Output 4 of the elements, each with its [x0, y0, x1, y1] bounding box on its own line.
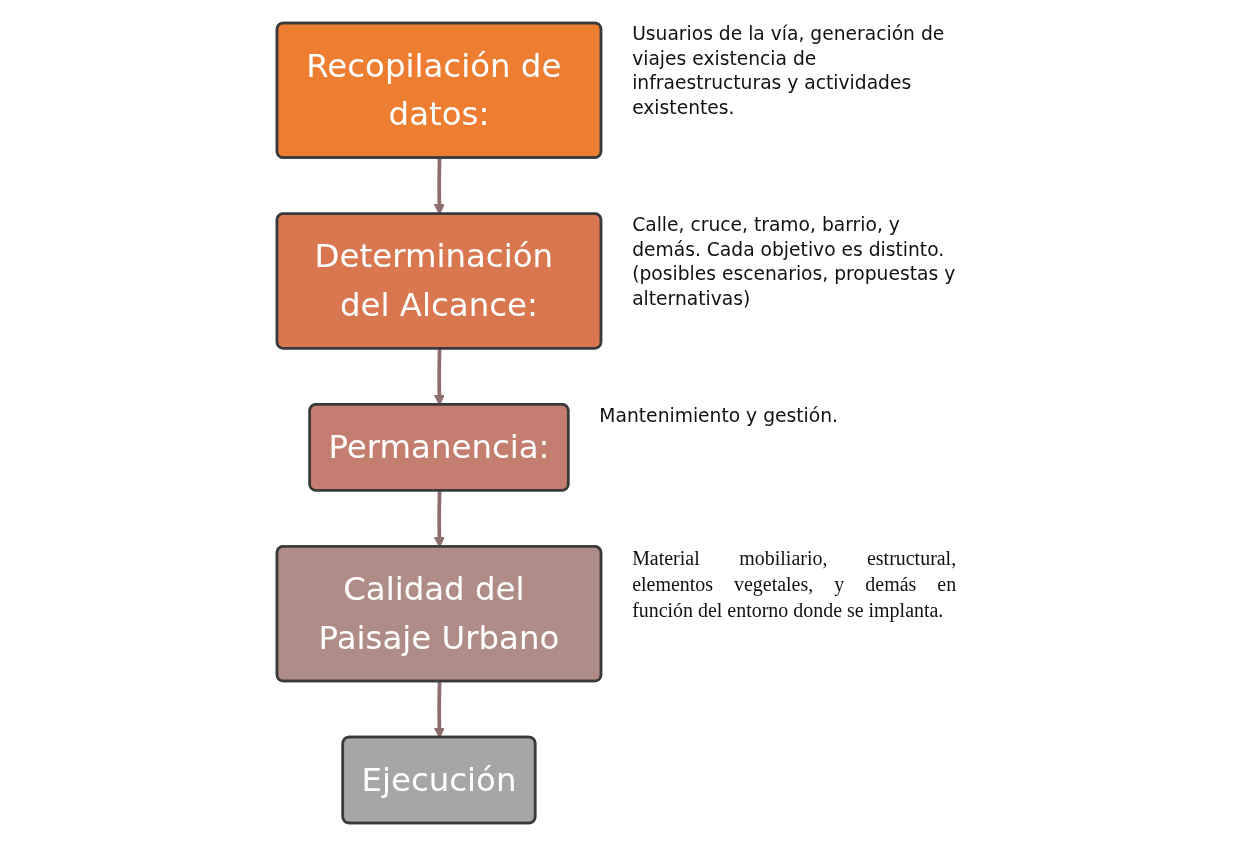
- note-text: Usuarios de la vía, generación de viajes existencia de infraestructuras y actividades existentes.: [632, 22, 946, 121]
- note-text: Material mobiliario, estructural, elementos vegetales, y demás en función del entorno donde se implanta.: [632, 546, 957, 624]
- note-text: Calle, cruce, tramo, barrio, y demás. Cada objetivo es distinto. (posibles escenarios, propuestas y alternativas): [632, 213, 957, 311]
- note-text: Mantenimiento y gestión.: [599, 404, 840, 429]
